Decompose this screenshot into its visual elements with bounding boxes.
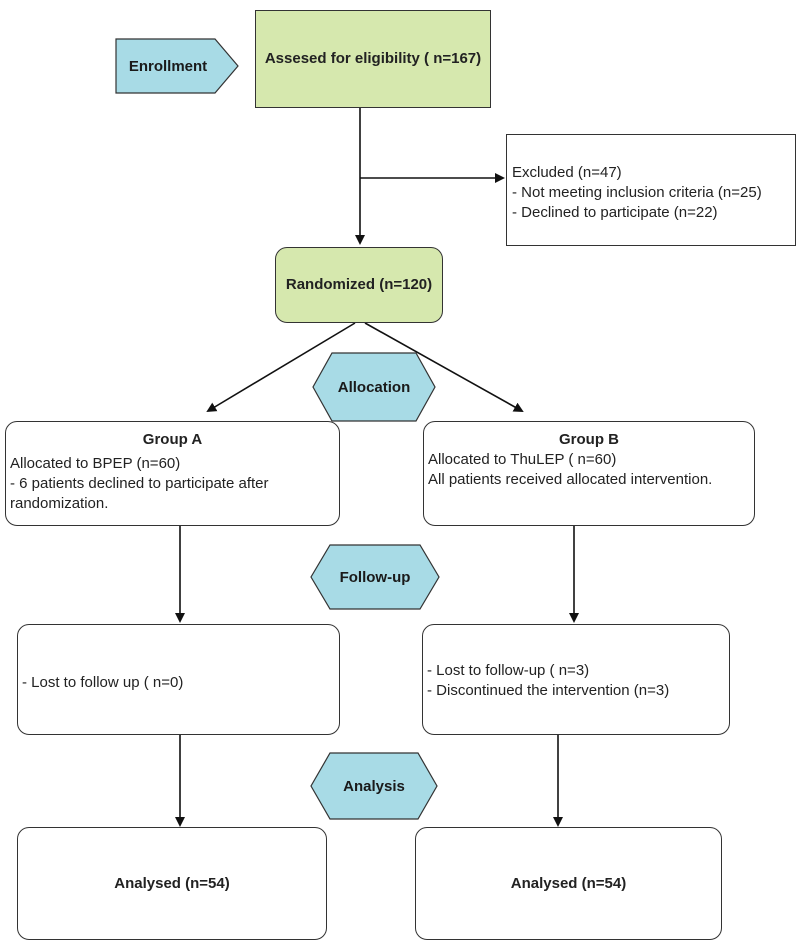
- excluded-line-2: - Not meeting inclusion criteria (n=25): [512, 184, 762, 201]
- analysis-text: Analysis: [343, 777, 405, 795]
- allocation-label: Allocation: [312, 352, 436, 422]
- group-b-line-2: All patients received allocated interven…: [428, 471, 713, 488]
- excluded-box: Excluded (n=47) - Not meeting inclusion …: [506, 134, 796, 246]
- excluded-line-3: - Declined to participate (n=22): [512, 204, 718, 221]
- arrow-randomized-to-group-b: [364, 322, 524, 412]
- group-a-line-2: - 6 patients declined to participate aft…: [10, 475, 269, 512]
- group-b-line-1: Allocated to ThuLEP ( n=60): [428, 451, 617, 468]
- group-b-title: Group B: [559, 431, 619, 448]
- arrow-randomized-to-group-a: [206, 322, 356, 413]
- hexagon-shape: [312, 352, 436, 422]
- hexagon-shape: [310, 752, 438, 820]
- analysed-b-text: Analysed (n=54): [510, 874, 627, 892]
- analysis-label: Analysis: [310, 752, 438, 820]
- followup-a-box: - Lost to follow up ( n=0): [17, 624, 340, 735]
- randomized-box: Randomized (n=120): [275, 247, 443, 323]
- allocation-text: Allocation: [337, 378, 411, 396]
- followup-b-box: - Lost to follow-up ( n=3) - Discontinue…: [422, 624, 730, 735]
- enrollment-label: Enrollment: [115, 38, 239, 94]
- analysed-b-box: Analysed (n=54): [415, 827, 722, 940]
- hexagon-shape: [310, 544, 440, 610]
- group-a-box: Group A Allocated to BPEP (n=60) - 6 pat…: [5, 421, 340, 526]
- followup-text: Follow-up: [339, 568, 411, 586]
- pentagon-shape: [115, 38, 239, 94]
- eligibility-text: Assesed for eligibility ( n=167): [264, 50, 482, 67]
- analysed-a-text: Analysed (n=54): [114, 874, 230, 892]
- followup-label: Follow-up: [310, 544, 440, 610]
- analysed-a-box: Analysed (n=54): [17, 827, 327, 940]
- group-a-line-1: Allocated to BPEP (n=60): [10, 455, 181, 472]
- followup-a-line-1: - Lost to follow up ( n=0): [22, 674, 184, 691]
- group-b-box: Group B Allocated to ThuLEP ( n=60) All …: [423, 421, 755, 526]
- excluded-line-1: Excluded (n=47): [512, 164, 622, 181]
- enrollment-text: Enrollment: [128, 57, 208, 75]
- randomized-text: Randomized (n=120): [285, 276, 433, 293]
- eligibility-box: Assesed for eligibility ( n=167): [255, 10, 491, 108]
- group-a-title: Group A: [142, 431, 203, 448]
- followup-b-line-1: - Lost to follow-up ( n=3): [427, 662, 590, 679]
- followup-b-line-2: - Discontinued the intervention (n=3): [427, 682, 670, 699]
